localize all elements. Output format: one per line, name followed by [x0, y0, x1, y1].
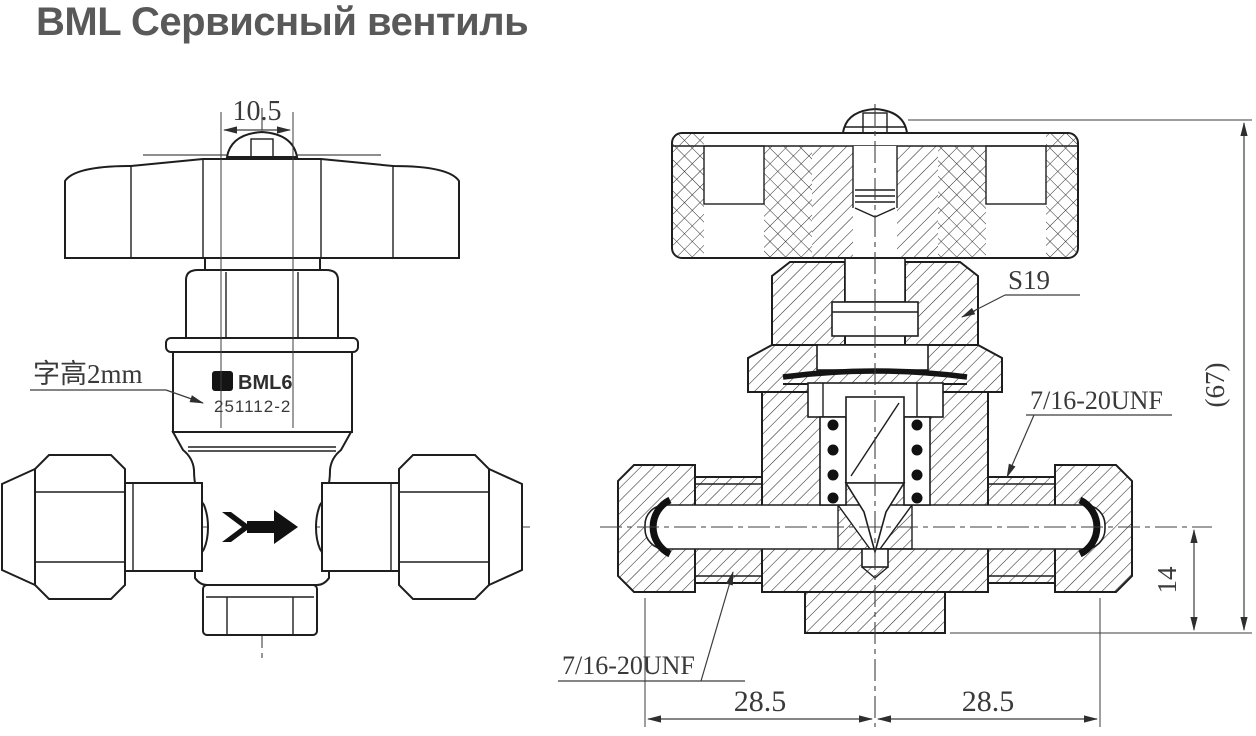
- wrench-size-label: S19: [1008, 265, 1050, 295]
- spring-coils: [827, 419, 923, 504]
- handle-window-right: [985, 145, 1047, 205]
- front-view: BML6 251112-2 字高2mm 10.5: [1, 96, 530, 662]
- handle-cap: [225, 130, 299, 158]
- thread-top-leader: [1006, 414, 1035, 478]
- packing-nut: [185, 269, 339, 339]
- dim-handle-hub-width: 10.5: [233, 96, 282, 127]
- right-flare-nut: [398, 454, 490, 600]
- thread-size-label-top: 7/16-20UNF: [1030, 386, 1163, 415]
- bottom-port: [202, 584, 318, 636]
- gland-collar: [816, 344, 929, 371]
- serial-marking: 251112-2: [214, 397, 291, 416]
- page-title: BML Сервисный вентиль: [36, 0, 529, 44]
- brand-logo-icon: [212, 371, 233, 391]
- dim-overall-height: (67): [1200, 363, 1230, 408]
- note-leader: [165, 389, 204, 404]
- dim-port-left: 28.5: [734, 685, 787, 718]
- spring-channel-left: [819, 416, 847, 506]
- valve-body: [171, 431, 353, 586]
- bonnet-flange: [165, 337, 359, 353]
- section-view: S19 7/16-20UNF 7/16-20UNF (67) 14: [558, 104, 1252, 727]
- left-flare-nut: [34, 454, 126, 600]
- handle: [64, 158, 460, 259]
- body-label-block: [172, 351, 353, 433]
- dim-center-to-base: 14: [1152, 566, 1182, 594]
- stem-neck: [204, 257, 321, 271]
- flow-arrow-icon: [222, 510, 298, 544]
- handle-window-left: [703, 145, 765, 205]
- thread-size-label-bottom: 7/16-20UNF: [562, 651, 695, 680]
- left-flare-cone: [1, 468, 36, 586]
- char-height-note: 字高2mm: [33, 359, 143, 389]
- wrench-size-leader: [961, 294, 1006, 318]
- right-tube: [321, 482, 400, 572]
- thread-bottom-leader: [700, 571, 734, 682]
- dim-port-right: 28.5: [962, 685, 1015, 718]
- right-flare-cone: [488, 468, 523, 586]
- left-tube: [124, 482, 203, 572]
- brand-marking: BML6: [238, 372, 292, 394]
- spring-channel-right: [903, 416, 931, 506]
